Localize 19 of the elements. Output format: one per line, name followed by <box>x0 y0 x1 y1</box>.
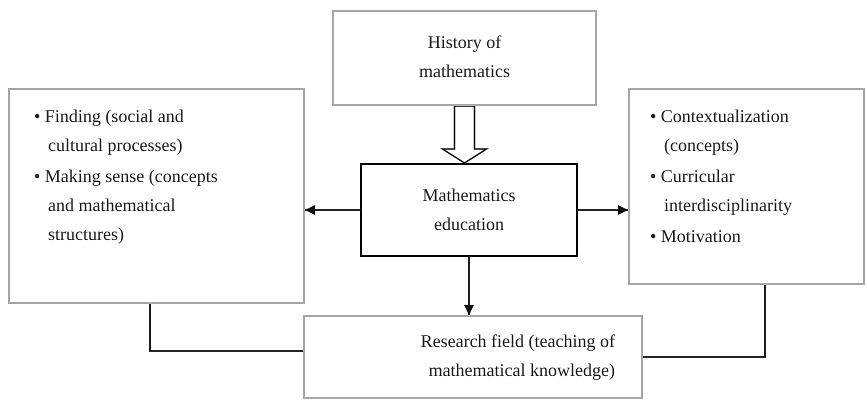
arrow <box>305 205 360 215</box>
box-text: History of mathematics <box>418 31 511 83</box>
arrow <box>578 205 628 215</box>
text-box <box>8 88 305 304</box>
connector-line <box>149 304 303 352</box>
bullet-item: • Curricular interdisciplinarity <box>650 165 793 217</box>
connector-line <box>643 285 766 358</box>
bullet-item: • Contextualization (concepts) <box>650 105 790 157</box>
text-box <box>303 315 643 399</box>
bullet-item: • Finding (social and cultural processes) <box>34 105 185 157</box>
text-box <box>628 88 865 285</box>
box-text: Research field (teaching of mathematical knowledge) <box>420 330 615 382</box>
bullet-item: • Making sense (concepts and mathematical structures) <box>34 165 219 246</box>
text-box <box>332 10 597 106</box>
arrow <box>464 257 474 315</box>
box-text: Mathematics education <box>422 184 516 236</box>
bullet-item: • Motivation <box>650 225 742 248</box>
text-box <box>360 163 578 257</box>
block-arrow <box>440 105 490 164</box>
